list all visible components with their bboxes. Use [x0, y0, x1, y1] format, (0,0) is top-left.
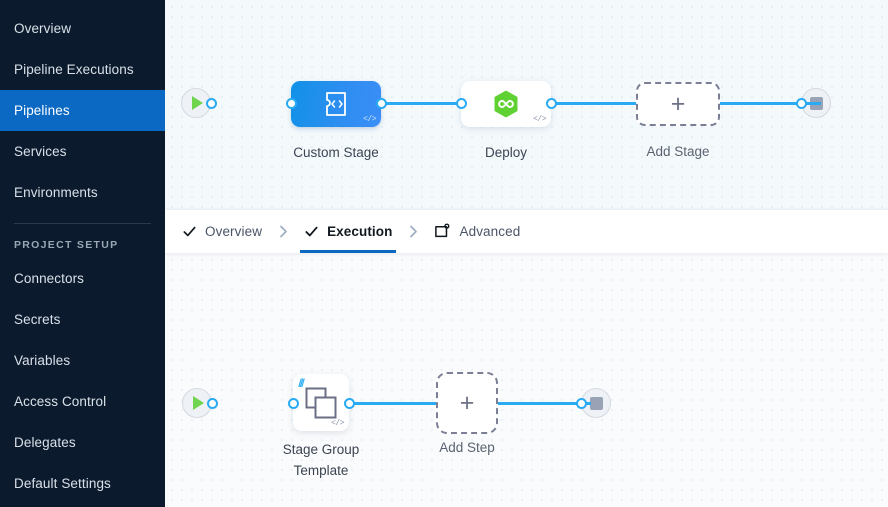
step-start-port[interactable]: [207, 398, 218, 409]
add-step-button[interactable]: +: [436, 372, 498, 434]
plus-icon: +: [459, 388, 475, 417]
stage-tabs: Overview Execution: [165, 210, 888, 253]
sidebar-item-overview[interactable]: Overview: [0, 8, 165, 49]
sidebar-item-label: Overview: [14, 21, 72, 36]
stage-end-port[interactable]: [796, 98, 807, 109]
add-stage-label: Add Stage: [646, 144, 710, 159]
stage-node-deploy[interactable]: </>: [461, 81, 551, 127]
sidebar-item-label: Environments: [14, 185, 98, 200]
stage-node-custom-stage[interactable]: </>: [291, 81, 381, 127]
tab-advanced[interactable]: Advanced: [430, 210, 524, 253]
tab-label: Overview: [205, 224, 263, 239]
stage-label-custom-stage: Custom Stage: [293, 145, 379, 160]
sidebar-item-environments[interactable]: Environments: [0, 172, 165, 213]
sidebar-item-default-settings[interactable]: Default Settings: [0, 463, 165, 504]
sidebar-item-label: Secrets: [14, 312, 61, 327]
sidebar-item-secrets[interactable]: Secrets: [0, 299, 165, 340]
tab-overview[interactable]: Overview: [178, 210, 266, 253]
custom-stage-out-port[interactable]: [376, 98, 387, 109]
stacked-squares-icon: [305, 387, 337, 418]
custom-stage-code-icon: [326, 92, 346, 116]
custom-stage-in-port[interactable]: [286, 98, 297, 109]
plus-icon: +: [670, 89, 686, 118]
sidebar-item-label: Default Settings: [14, 476, 111, 491]
chevron-right-icon: [279, 225, 287, 238]
sidebar-item-label: Variables: [14, 353, 71, 368]
sidebar-item-label: Pipelines: [14, 103, 70, 118]
sidebar-item-pipeline-executions[interactable]: Pipeline Executions: [0, 49, 165, 90]
play-icon: [192, 96, 203, 110]
check-icon: [305, 226, 318, 237]
sidebar: Overview Pipeline Executions Pipelines S…: [0, 0, 165, 507]
template-step-in-port[interactable]: [288, 398, 299, 409]
wire-add-step-to-end: [467, 402, 591, 405]
step-label-stage-group-template: Stage Group Template: [282, 442, 360, 478]
stop-icon: [589, 396, 603, 410]
step-end-port[interactable]: [576, 398, 587, 409]
wire-start-to-template-step: [389, 402, 479, 405]
sidebar-item-label: Pipeline Executions: [14, 62, 134, 77]
add-stage-button[interactable]: +: [636, 82, 720, 126]
template-step-out-port[interactable]: [344, 398, 355, 409]
yaml-code-badge[interactable]: </>: [331, 419, 344, 428]
sidebar-divider: [14, 223, 151, 224]
wire-deploy-to-add-stage: [547, 102, 647, 105]
tab-execution[interactable]: Execution: [300, 210, 397, 253]
sidebar-item-access-control[interactable]: Access Control: [0, 381, 165, 422]
sidebar-section-project-setup: PROJECT SETUP: [14, 239, 119, 251]
sidebar-item-variables[interactable]: Variables: [0, 340, 165, 381]
play-icon: [193, 396, 204, 410]
add-step-label: Add Step: [439, 440, 495, 455]
stage-label-deploy: Deploy: [484, 145, 528, 160]
sidebar-item-label: Connectors: [14, 271, 85, 286]
step-canvas[interactable]: ||| </> Stage Group Template + Add Step: [165, 253, 888, 507]
stage-start-port[interactable]: [206, 98, 217, 109]
sidebar-item-pipelines[interactable]: Pipelines: [0, 90, 165, 131]
sidebar-item-services[interactable]: Services: [0, 131, 165, 172]
step-node-stage-group-template[interactable]: ||| </>: [293, 374, 349, 431]
tab-label: Execution: [327, 224, 393, 239]
sidebar-item-label: Services: [14, 144, 67, 159]
chevron-right-icon: [410, 225, 417, 238]
deploy-out-port[interactable]: [546, 98, 557, 109]
sidebar-item-delegates[interactable]: Delegates: [0, 422, 165, 463]
yaml-code-badge[interactable]: </>: [363, 115, 376, 124]
stage-canvas[interactable]: </> Custom Stage </> Deploy + Add Stage: [165, 0, 888, 210]
wire-add-stage-to-end: [673, 102, 821, 105]
wire-template-step-out: [349, 402, 433, 405]
harness-hexagon-icon: [494, 90, 518, 118]
sidebar-item-connectors[interactable]: Connectors: [0, 258, 165, 299]
content-area: </> Custom Stage </> Deploy + Add Stage: [165, 0, 888, 507]
yaml-code-badge[interactable]: </>: [533, 115, 546, 124]
sidebar-item-label: Delegates: [14, 435, 76, 450]
deploy-in-port[interactable]: [456, 98, 467, 109]
sidebar-item-label: Access Control: [14, 394, 107, 409]
check-icon: [183, 226, 196, 237]
advanced-settings-icon: [435, 223, 450, 238]
tab-label: Advanced: [459, 224, 521, 239]
tab-separator: [266, 224, 300, 239]
tab-separator: [396, 224, 430, 239]
